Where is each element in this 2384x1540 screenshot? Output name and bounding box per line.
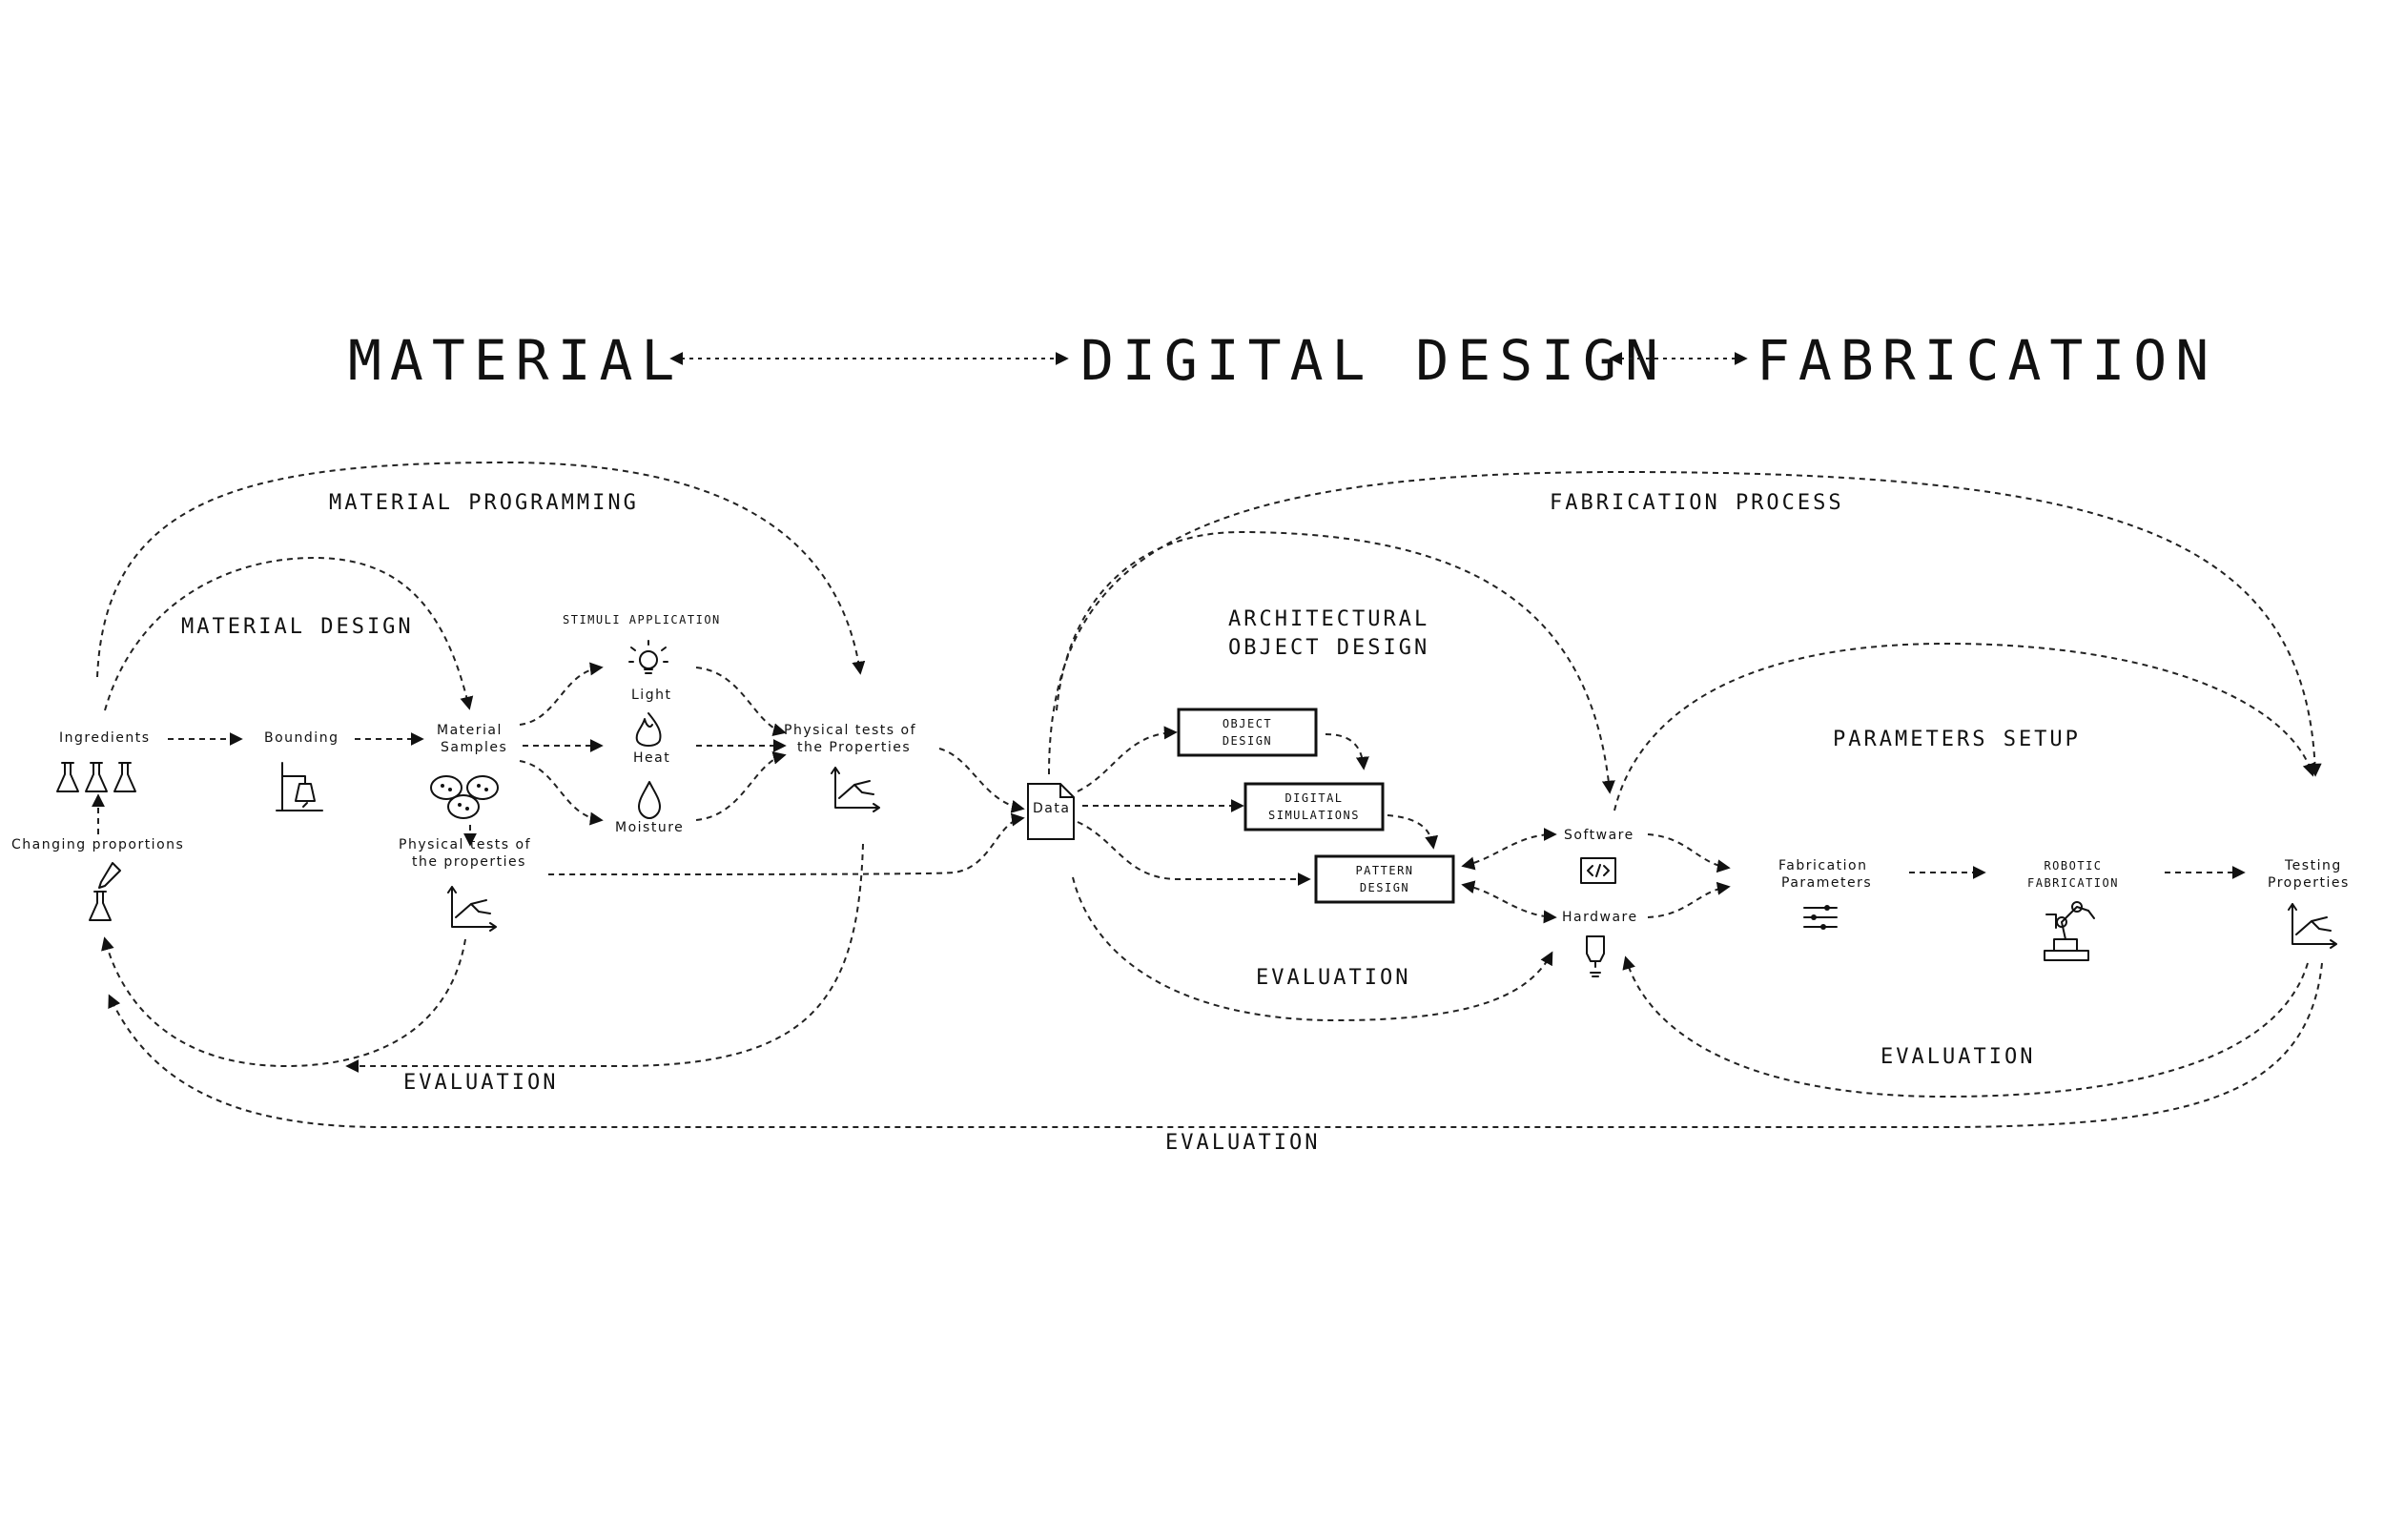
loop-material-design <box>104 556 474 711</box>
arrow-data-pattern <box>1077 821 1311 886</box>
sliders-icon <box>1803 905 1838 930</box>
label-robotic-fabrication-2: FABRICATION <box>2027 876 2119 890</box>
arrow-samples-light <box>519 662 604 726</box>
label-hardware: Hardware <box>1562 910 1638 925</box>
arrow-tests-data <box>938 748 1025 813</box>
label-testing-properties-2: Properties <box>2268 875 2350 891</box>
loop-eval-fabrication <box>1622 955 2309 1099</box>
robot-arm-icon <box>2044 901 2095 961</box>
label-fabrication-parameters-2: Parameters <box>1781 875 1872 891</box>
eval-label-fabrication: EVALUATION <box>1880 1045 2035 1069</box>
graph-icon <box>447 886 497 932</box>
loop-eval-material-inner <box>101 936 466 1068</box>
arrow-moisture-tests <box>695 750 787 821</box>
box-object-design <box>1177 708 1318 757</box>
label-moisture: Moisture <box>615 820 684 835</box>
graph-icon <box>831 767 880 812</box>
box-pattern-design <box>1314 854 1455 904</box>
arrow-software-params <box>1647 833 1731 873</box>
label-bounding: Bounding <box>264 730 339 746</box>
arrow-light-tests <box>695 667 787 737</box>
flask-icon <box>56 762 136 792</box>
flask-icon <box>89 891 112 921</box>
nozzle-icon <box>1586 935 1605 977</box>
section-stimuli-application: STIMULI APPLICATION <box>563 613 721 626</box>
loop-parameters-setup <box>1613 642 2316 811</box>
drop-icon <box>638 781 661 819</box>
label-changing-proportions: Changing proportions <box>11 837 184 852</box>
loop-eval-material-outer <box>345 843 864 1073</box>
loop-material-programming <box>96 461 866 678</box>
code-icon <box>1580 857 1616 884</box>
eval-label-global: EVALUATION <box>1165 1131 1320 1155</box>
lightbulb-icon <box>628 640 668 674</box>
arrow-simulations-pattern <box>1387 814 1439 850</box>
label-physical-tests-upper-2: the Properties <box>797 740 911 755</box>
section-parameters-setup: PARAMETERS SETUP <box>1833 728 2081 751</box>
label-robotic-fabrication-1: ROBOTIC <box>2044 859 2102 873</box>
header-digital-design: DIGITAL DESIGN <box>1080 328 1667 393</box>
label-digital-simulations-1: DIGITAL <box>1284 791 1343 805</box>
petri-dish-icon <box>430 775 499 819</box>
header-material: MATERIAL <box>348 328 683 393</box>
section-fabrication-process: FABRICATION PROCESS <box>1550 491 1844 515</box>
document-icon <box>1027 783 1075 840</box>
label-ingredients: Ingredients <box>59 730 151 746</box>
loop-architectural-design <box>1056 530 1615 794</box>
section-architectural-line2: OBJECT DESIGN <box>1228 636 1429 660</box>
loop-eval-design <box>1072 876 1553 1022</box>
label-data: Data <box>1033 801 1070 816</box>
label-software: Software <box>1564 828 1634 843</box>
flame-icon <box>635 712 662 747</box>
label-pattern-design-1: PATTERN <box>1355 864 1413 877</box>
label-physical-tests-upper-1: Physical tests of <box>784 723 916 738</box>
arrow-lower-tests-data <box>547 812 1025 875</box>
label-pattern-design-2: DESIGN <box>1360 881 1409 894</box>
loop-fabrication-process <box>1048 470 2322 777</box>
section-material-programming: MATERIAL PROGRAMMING <box>329 491 639 515</box>
label-physical-tests-lower-2: the properties <box>412 854 526 870</box>
label-material-samples-2: Samples <box>441 740 507 755</box>
label-fabrication-parameters-1: Fabrication <box>1778 858 1867 873</box>
label-material-samples-1: Material <box>437 723 503 738</box>
eval-label-design: EVALUATION <box>1256 966 1410 990</box>
section-architectural-line1: ARCHITECTURAL <box>1228 607 1429 631</box>
label-digital-simulations-2: SIMULATIONS <box>1268 809 1360 822</box>
section-material-design: MATERIAL DESIGN <box>181 615 414 639</box>
arrow-samples-moisture <box>519 760 604 826</box>
label-testing-properties-1: Testing <box>2284 858 2342 873</box>
arrow-hardware-params <box>1647 881 1731 918</box>
label-heat: Heat <box>633 750 670 766</box>
label-physical-tests-lower-1: Physical tests of <box>399 837 531 852</box>
header-fabrication: FABRICATION <box>1757 328 2217 393</box>
eval-label-material: EVALUATION <box>403 1071 558 1095</box>
label-object-design-1: OBJECT <box>1223 717 1272 730</box>
box-digital-simulations <box>1243 782 1385 832</box>
arrow-data-object <box>1077 726 1178 792</box>
pipette-icon <box>98 862 121 889</box>
graph-icon <box>2288 903 2337 949</box>
arrow-pattern-hardware <box>1461 880 1557 924</box>
label-light: Light <box>631 688 671 703</box>
arrow-pattern-software <box>1461 828 1557 871</box>
lab-stand-icon <box>276 762 323 811</box>
label-object-design-2: DESIGN <box>1223 734 1272 748</box>
arrow-object-simulations <box>1325 733 1369 770</box>
